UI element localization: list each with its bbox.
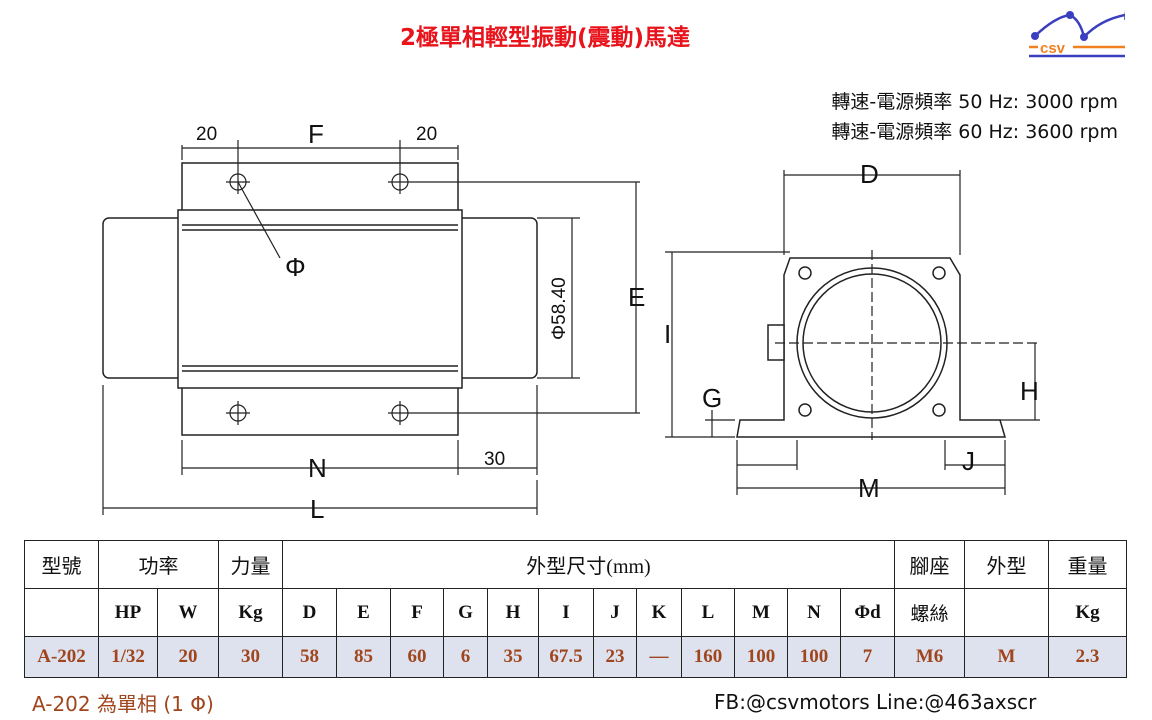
cell: 67.5 <box>538 636 594 678</box>
header-row-1: 型號 功率 力量 外型尺寸(mm) 腳座 外型 重量 <box>24 540 1127 589</box>
th2-empty <box>24 588 99 637</box>
header-row-2: HP W Kg D E F G H I J K L M N Φd 螺絲 Kg <box>24 588 1127 637</box>
cell: 6 <box>443 636 488 678</box>
th-weight: 重量 <box>1048 540 1127 589</box>
dimension-drawing: 20 F 20 Φ Φ58.40 E N 30 L D I G H J M <box>102 119 1040 524</box>
cell: 160 <box>681 636 735 678</box>
speed-60hz: 轉速-電源頻率 60 Hz: 3600 rpm <box>831 121 1118 143</box>
th2 <box>964 588 1049 637</box>
dim-J: J <box>962 446 975 476</box>
th2: K <box>636 588 682 637</box>
cell: 100 <box>734 636 788 678</box>
th2: Φd <box>840 588 895 637</box>
cell: 23 <box>593 636 637 678</box>
spec-table: 型號 功率 力量 外型尺寸(mm) 腳座 外型 重量 HP W Kg D E F… <box>24 540 1127 678</box>
cell: 30 <box>218 636 283 678</box>
th-dims: 外型尺寸(mm) <box>282 540 895 589</box>
th2: 螺絲 <box>894 588 965 637</box>
th2: Kg <box>1048 588 1127 637</box>
speed-50hz: 轉速-電源頻率 50 Hz: 3000 rpm <box>831 91 1118 113</box>
csv-logo: csv <box>1029 10 1125 58</box>
cell: M6 <box>894 636 965 678</box>
th2: L <box>681 588 735 637</box>
cell: 60 <box>390 636 444 678</box>
th2: F <box>390 588 444 637</box>
cell: 85 <box>336 636 391 678</box>
th2: HP <box>98 588 158 637</box>
cell: 20 <box>157 636 219 678</box>
cell: 35 <box>487 636 539 678</box>
th2: I <box>538 588 594 637</box>
th-power: 功率 <box>98 540 219 589</box>
cell: M <box>964 636 1049 678</box>
dim-F: F <box>308 119 324 149</box>
dim-H: H <box>1020 376 1039 406</box>
cell: A-202 <box>24 636 99 678</box>
dim-left-20: 20 <box>196 124 217 145</box>
table-row: A-202 1/32 20 30 58 85 60 6 35 67.5 23 —… <box>24 636 1127 678</box>
cell: 1/32 <box>98 636 158 678</box>
page-title: 2極單相輕型振動(震動)馬達 <box>399 25 691 51</box>
cell: 58 <box>282 636 337 678</box>
th2: D <box>282 588 337 637</box>
th2: H <box>487 588 539 637</box>
th2: Kg <box>218 588 283 637</box>
phase-note: A-202 為單相 (1 Φ) <box>32 692 214 716</box>
th2: J <box>593 588 637 637</box>
th2: G <box>443 588 488 637</box>
logo-text: csv <box>1040 40 1066 57</box>
th-force: 力量 <box>218 540 283 589</box>
dim-phi58: Φ58.40 <box>549 277 570 340</box>
dim-30: 30 <box>484 449 505 470</box>
dim-M: M <box>858 473 880 503</box>
dim-right-20: 20 <box>416 124 437 145</box>
th2: M <box>734 588 788 637</box>
th-shape: 外型 <box>964 540 1049 589</box>
contact-info: FB:@csvmotors Line:@463axscr <box>714 690 1037 714</box>
cell: — <box>636 636 682 678</box>
dim-phi: Φ <box>285 252 306 282</box>
dim-E: E <box>628 282 645 312</box>
dim-L: L <box>310 494 324 524</box>
th2: E <box>336 588 391 637</box>
th-foot: 腳座 <box>894 540 965 589</box>
cell: 100 <box>787 636 841 678</box>
dim-I: I <box>664 319 671 349</box>
th2: N <box>787 588 841 637</box>
cell: 2.3 <box>1048 636 1127 678</box>
dim-N: N <box>308 453 327 483</box>
cell: 7 <box>840 636 895 678</box>
th2: W <box>157 588 219 637</box>
dim-G: G <box>702 383 722 413</box>
th-model: 型號 <box>24 540 99 589</box>
dim-D: D <box>860 159 879 189</box>
